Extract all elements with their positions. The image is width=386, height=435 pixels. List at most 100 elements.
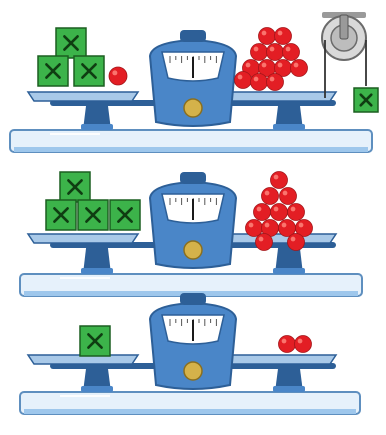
ball-highlight: [249, 223, 254, 228]
ball-highlight: [294, 63, 299, 68]
green-box: [56, 28, 86, 58]
scale-top-handle: [180, 172, 206, 184]
scale-knob: [184, 99, 202, 117]
ball-highlight: [270, 77, 275, 82]
pulley-green-box: [354, 88, 378, 112]
ball-highlight: [112, 70, 117, 75]
pan-foot: [273, 268, 305, 274]
ball-body: [275, 28, 292, 45]
red-ball: [246, 220, 263, 237]
ball-body: [246, 220, 263, 237]
platform-edge: [14, 147, 368, 152]
green-box: [46, 200, 76, 230]
ball-highlight: [262, 31, 267, 36]
ball-body: [235, 72, 252, 89]
ball-body: [259, 28, 276, 45]
ball-body: [256, 234, 273, 251]
right-pan: [226, 234, 336, 243]
green-box: [78, 200, 108, 230]
scale-top-handle: [180, 293, 206, 305]
green-box: [80, 326, 110, 356]
red-ball: [259, 28, 276, 45]
ball-body: [254, 204, 271, 221]
pan-foot: [273, 124, 305, 130]
platform-edge: [24, 409, 356, 414]
ball-body: [267, 74, 284, 91]
ball-highlight: [238, 75, 243, 80]
left-pan-load: [80, 326, 110, 356]
ball-body: [262, 188, 279, 205]
scale-knob: [184, 241, 202, 259]
scale-knob: [184, 362, 202, 380]
ball-body: [288, 204, 305, 221]
ball-highlight: [270, 47, 275, 52]
red-ball: [279, 336, 296, 353]
red-ball: [254, 204, 271, 221]
ball-highlight: [254, 47, 259, 52]
pan-foot: [81, 386, 113, 392]
red-ball: [280, 188, 297, 205]
ball-body: [280, 188, 297, 205]
green-box: [60, 172, 90, 202]
green-box: [74, 56, 104, 86]
red-ball: [256, 234, 273, 251]
red-ball: [288, 204, 305, 221]
red-ball: [251, 74, 268, 91]
scale-scene-2: [20, 172, 362, 297]
green-box: [110, 200, 140, 230]
ball-body: [251, 44, 268, 61]
left-pan-load: [46, 172, 140, 230]
ball-highlight: [291, 207, 296, 212]
ball-highlight: [265, 191, 270, 196]
scale-scene-1: [10, 12, 378, 152]
red-ball: [295, 336, 312, 353]
red-ball: [271, 204, 288, 221]
right-pan-load: [279, 336, 312, 353]
ball-body: [295, 336, 312, 353]
ball-highlight: [278, 63, 283, 68]
pan-foot: [273, 386, 305, 392]
ball-highlight: [246, 63, 251, 68]
ball-body: [109, 67, 127, 85]
red-ball: [288, 234, 305, 251]
right-pan-load: [235, 28, 308, 91]
ball-highlight: [262, 63, 267, 68]
green-box: [38, 56, 68, 86]
ball-highlight: [282, 223, 287, 228]
pulley-axle: [340, 15, 348, 39]
ball-highlight: [299, 223, 304, 228]
red-ball: [251, 44, 268, 61]
right-pan: [226, 92, 336, 101]
ball-body: [251, 74, 268, 91]
left-pan: [28, 234, 138, 243]
red-ball: [109, 67, 127, 85]
ball-highlight: [257, 207, 262, 212]
ball-highlight: [274, 207, 279, 212]
ball-highlight: [278, 31, 283, 36]
ball-highlight: [282, 339, 287, 344]
ball-highlight: [265, 223, 270, 228]
red-ball: [275, 28, 292, 45]
pan-foot: [81, 268, 113, 274]
ball-body: [283, 44, 300, 61]
pan-foot: [81, 124, 113, 130]
ball-body: [279, 336, 296, 353]
red-ball: [235, 72, 252, 89]
red-ball: [283, 44, 300, 61]
ball-highlight: [259, 237, 264, 242]
red-ball: [262, 188, 279, 205]
ball-body: [271, 172, 288, 189]
ball-body: [288, 234, 305, 251]
ball-highlight: [274, 175, 279, 180]
ball-highlight: [298, 339, 303, 344]
red-ball: [267, 44, 284, 61]
right-pan: [226, 355, 336, 364]
ball-highlight: [291, 237, 296, 242]
ball-highlight: [286, 47, 291, 52]
ball-highlight: [283, 191, 288, 196]
red-ball: [271, 172, 288, 189]
scale-top-handle: [180, 30, 206, 42]
scale-scene-3: [20, 293, 360, 414]
